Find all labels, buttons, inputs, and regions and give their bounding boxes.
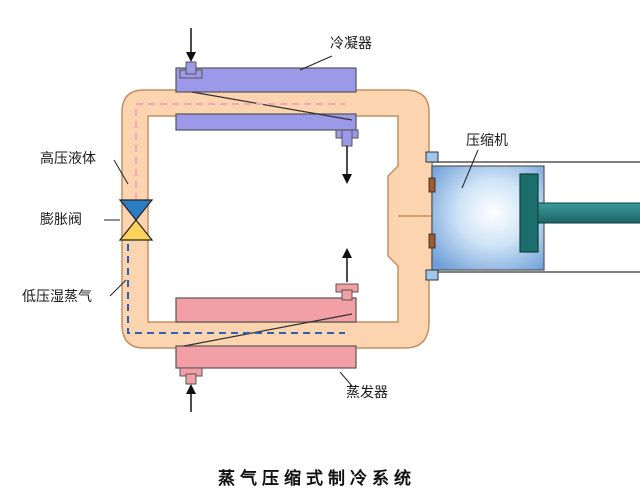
- evaporator-out-arrow: [342, 248, 352, 282]
- expansion-valve-label: 膨胀阀: [40, 212, 82, 228]
- compressor-suction-valve: [428, 177, 436, 193]
- expansion-valve: [118, 199, 154, 241]
- condenser-shell-lower: [175, 113, 357, 131]
- evaporator-in-arrow: [186, 384, 196, 412]
- condenser-coil: [191, 91, 353, 121]
- low-pressure-wet-vapor-label: 低压湿蒸气: [22, 289, 92, 305]
- compressor-bolt: [425, 269, 439, 281]
- low-pressure-leader: [109, 279, 127, 297]
- high-pressure-leader: [113, 159, 129, 185]
- compressor-piston: [519, 173, 539, 253]
- condenser-water-out-arrow: [342, 146, 352, 184]
- evaporator-coil: [183, 313, 353, 347]
- condenser-outlet-stub: [341, 129, 353, 147]
- diagram-caption: 蒸气压缩式制冷系统: [218, 469, 416, 489]
- condenser-inlet-stub: [185, 61, 197, 75]
- evaporator-inlet-stub: [185, 373, 197, 385]
- compressor-shaft: [537, 202, 640, 224]
- low-pressure-refrigerant-path: [127, 244, 345, 334]
- compressor-label: 压缩机: [466, 133, 508, 149]
- compressor-leader: [461, 149, 479, 189]
- high-pressure-liquid-label: 高压液体: [40, 151, 96, 167]
- condenser-shell: [175, 67, 357, 93]
- evaporator-label: 蒸发器: [346, 385, 388, 401]
- high-pressure-refrigerant-path: [135, 103, 345, 200]
- evaporator-shell: [175, 345, 357, 369]
- compressor-discharge-valve: [428, 233, 436, 249]
- condenser-leader: [299, 55, 333, 71]
- evaporator-shell-upper: [175, 297, 357, 323]
- evaporator-leader: [339, 371, 353, 387]
- condenser-water-in-arrow: [186, 28, 196, 62]
- condenser-label: 冷凝器: [330, 36, 372, 52]
- compressor-bolt: [425, 151, 439, 163]
- evaporator-outlet-stub: [341, 289, 353, 301]
